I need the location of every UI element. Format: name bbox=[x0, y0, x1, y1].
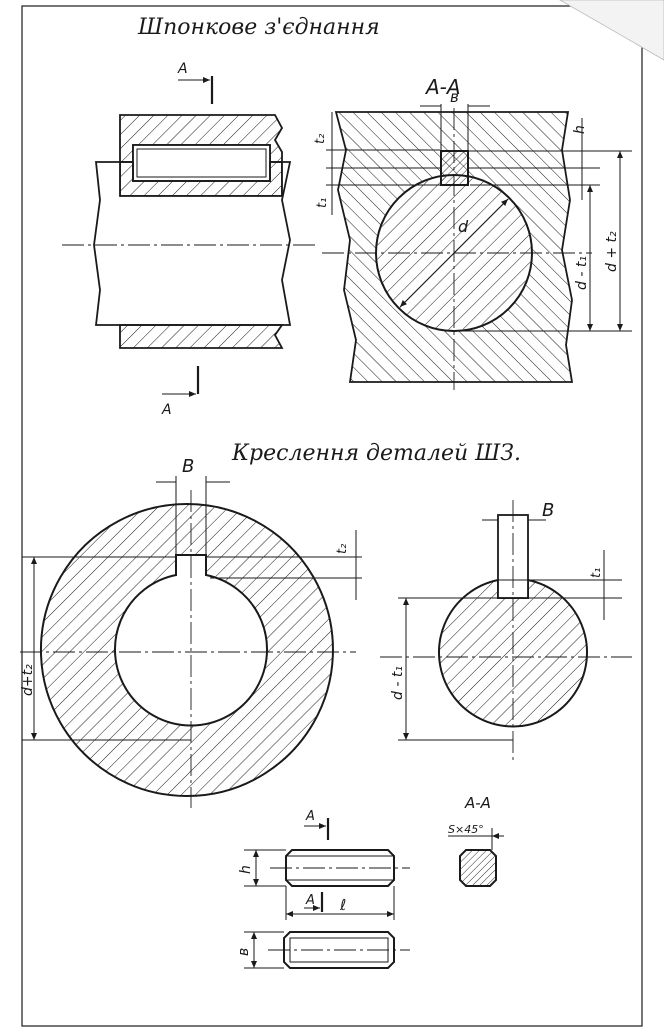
hub-dim-d-plus-t2-label: d+t₂ bbox=[20, 664, 36, 696]
shaft-detail-view: B t₁ d - t₁ bbox=[380, 500, 632, 760]
dim-d-plus-t2-label: d + t₂ bbox=[604, 231, 620, 272]
shaft-dim-b-label: B bbox=[542, 500, 554, 521]
key-chamfer-label: S×45° bbox=[448, 823, 484, 836]
dim-t1-label: t₁ bbox=[315, 198, 330, 208]
hub-dim-t2-label: t₂ bbox=[335, 544, 350, 554]
key-dim-h-label: h bbox=[238, 865, 254, 874]
key-detail-view: A h ℓ A в A-A S×45° bbox=[236, 794, 504, 969]
paper-fold bbox=[559, 0, 664, 61]
shaft-dim-d-minus-t1-label: d - t₁ bbox=[390, 666, 406, 700]
key-in-hub bbox=[132, 144, 271, 182]
key-cross-section bbox=[459, 849, 497, 887]
sheet-subtitle: Креслення деталей ШЗ. bbox=[231, 441, 521, 466]
dim-d-minus-t1-label: d - t₁ bbox=[574, 256, 590, 290]
dim-b-label: в bbox=[450, 88, 459, 106]
key-section bbox=[440, 150, 469, 186]
assembly-front-view: A A bbox=[62, 61, 318, 418]
dim-h-label: h bbox=[572, 125, 588, 134]
key-section-mark-bottom: A bbox=[305, 893, 315, 908]
hub-dim-b-label: B bbox=[182, 456, 194, 477]
section-title-aa: A-A bbox=[424, 75, 461, 99]
dim-d-leader bbox=[399, 198, 509, 308]
key-section-mark-top: A bbox=[305, 809, 315, 824]
shaft-body bbox=[93, 161, 292, 326]
key-dim-l-label: ℓ bbox=[339, 896, 346, 914]
shaft-dim-t1-label: t₁ bbox=[589, 568, 604, 578]
key-section-title: A-A bbox=[464, 794, 491, 812]
section-mark-bottom: A bbox=[161, 402, 172, 418]
key-inner bbox=[136, 148, 267, 178]
section-mark-top: A bbox=[177, 61, 188, 77]
assembly-section-view: A-A d в t₂ t₁ h d - t₁ d bbox=[313, 75, 632, 390]
hub-detail-body bbox=[39, 503, 334, 797]
sheet-title: Шпонкове з'єднання bbox=[137, 15, 380, 40]
hub-bottom-section bbox=[119, 324, 284, 349]
dim-d-label: d bbox=[458, 217, 469, 236]
hub-detail-view: B t₂ d+t₂ bbox=[20, 456, 362, 808]
key-dim-b-label: в bbox=[236, 948, 252, 956]
sheet-frame bbox=[21, 5, 643, 1027]
dim-t2-label: t₂ bbox=[313, 134, 328, 144]
